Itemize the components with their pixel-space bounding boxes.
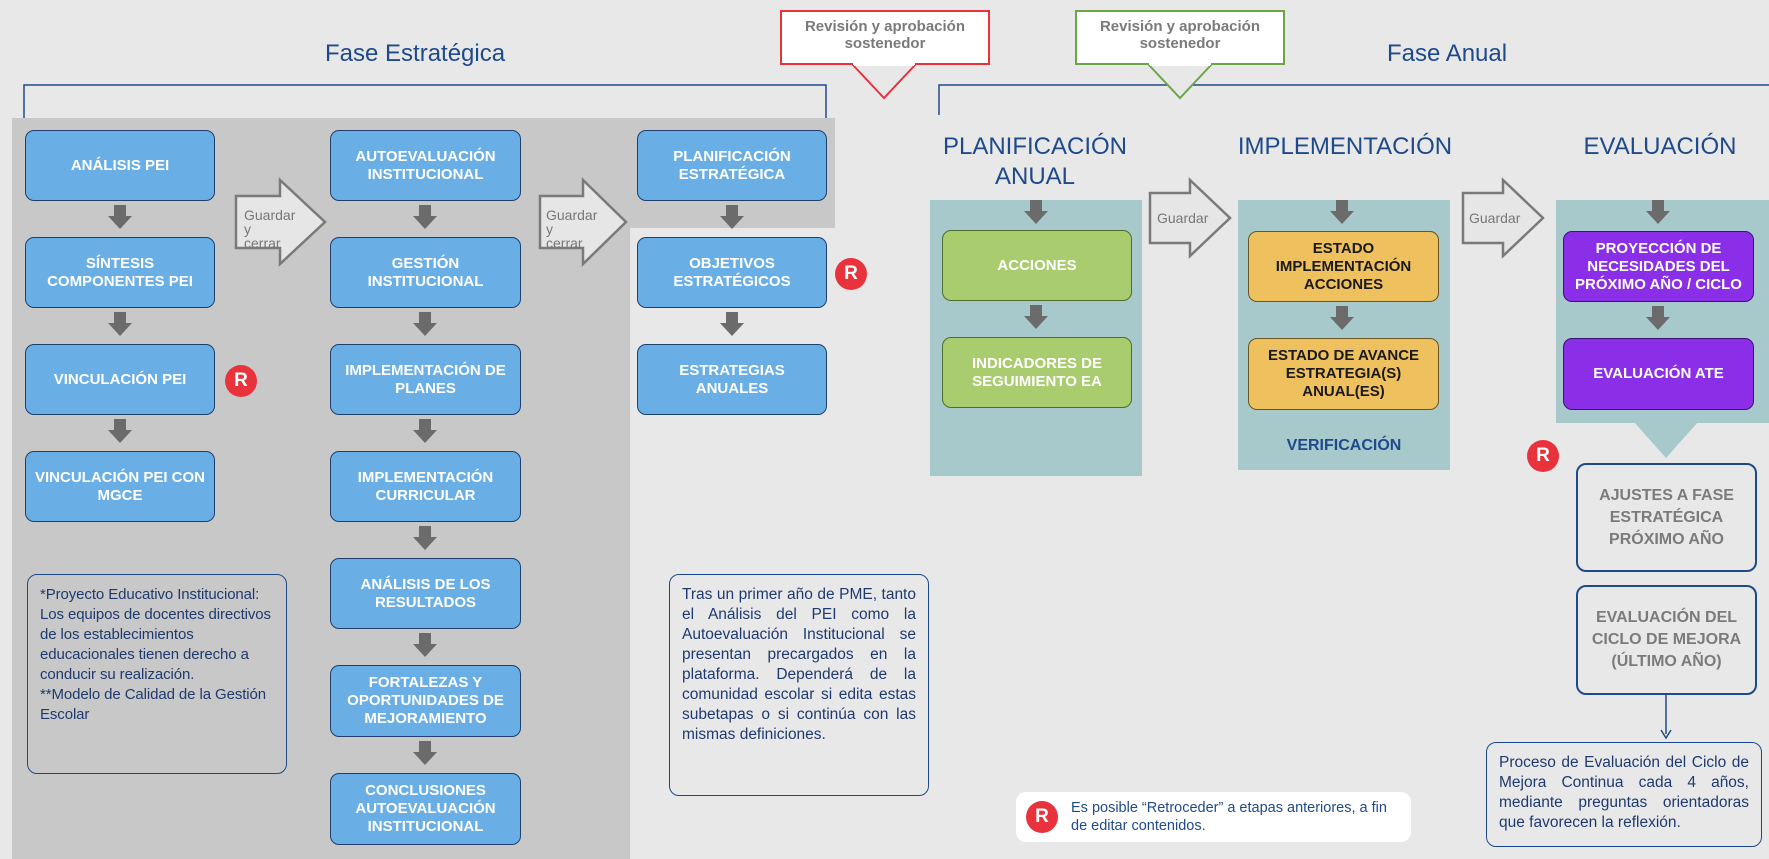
guardar-cerrar-arrow-icon <box>234 177 327 267</box>
guardar-cerrar-label-2: Guardar y cerrar <box>546 207 598 251</box>
indicadores-box[interactable]: INDICADORES DE SEGUIMIENTO EA <box>942 337 1132 408</box>
down-arrow-icon <box>1330 306 1354 330</box>
conclusiones-box[interactable]: CONCLUSIONES AUTOEVALUACIÓN INSTITUCIONA… <box>330 773 521 845</box>
guardar-arrow-icon <box>1461 177 1545 259</box>
down-arrow-icon <box>108 205 132 229</box>
retroceder-badge[interactable]: R <box>1527 440 1559 472</box>
down-arrow-icon <box>108 312 132 336</box>
vinculacion-mgce-box[interactable]: VINCULACIÓN PEI CON MGCE <box>25 451 215 522</box>
evaluacion-ate-box[interactable]: EVALUACIÓN ATE <box>1563 338 1754 410</box>
evaluacion-heading: EVALUACIÓN <box>1583 133 1737 160</box>
review-red-fill <box>854 63 914 66</box>
estado-implementacion-box[interactable]: ESTADO IMPLEMENTACIÓN ACCIONES <box>1248 231 1439 302</box>
down-arrow-icon <box>1024 305 1048 329</box>
proyeccion-box[interactable]: PROYECCIÓN DE NECESIDADES DEL PRÓXIMO AÑ… <box>1563 231 1754 302</box>
down-arrow-icon <box>1646 200 1670 224</box>
planificacion-anual-heading: PLANIFICACIÓN ANUAL <box>942 133 1128 190</box>
down-arrow-icon <box>413 741 437 765</box>
ciclo-note: Proceso de Evaluación del Ciclo de Mejor… <box>1486 742 1762 847</box>
review-red-bottom-left <box>780 63 853 65</box>
planificacion-estrategica-box[interactable]: PLANIFICACIÓN ESTRATÉGICA <box>637 130 827 201</box>
review-green-bottom-right <box>1211 63 1285 65</box>
verificacion-label: VERIFICACIÓN <box>1286 437 1402 454</box>
review-green-fill <box>1150 63 1210 66</box>
down-arrow-icon <box>720 205 744 229</box>
down-arrow-icon <box>413 205 437 229</box>
analisis-pei-box[interactable]: ANÁLISIS PEI <box>25 130 215 201</box>
guardar-cerrar-arrow-icon <box>538 177 628 267</box>
fortalezas-box[interactable]: FORTALEZAS Y OPORTUNIDADES DE MEJORAMIEN… <box>330 665 521 737</box>
autoevaluacion-box[interactable]: AUTOEVALUACIÓN INSTITUCIONAL <box>330 130 521 201</box>
pme-note: Tras un primer año de PME, tanto el Anál… <box>669 574 929 796</box>
retroceder-badge[interactable]: R <box>225 365 257 397</box>
down-arrow-icon <box>413 633 437 657</box>
down-arrow-icon <box>1646 306 1670 330</box>
implementacion-planes-box[interactable]: IMPLEMENTACIÓN DE PLANES <box>330 344 521 415</box>
down-arrow-icon <box>1330 200 1354 224</box>
review-approval-green: Revisión y aprobación sostenedor <box>1075 10 1285 65</box>
legend-text: Es posible “Retroceder” a etapas anterio… <box>1071 800 1387 834</box>
vinculacion-pei-box[interactable]: VINCULACIÓN PEI <box>25 344 215 415</box>
legend-box: R Es posible “Retroceder” a etapas anter… <box>1016 792 1411 842</box>
phase-anual-title: Fase Anual <box>1387 40 1508 67</box>
review-approval-red: Revisión y aprobación sostenedor <box>780 10 990 65</box>
estado-avance-box[interactable]: ESTADO DE AVANCE ESTRATEGIA(S) ANUAL(ES) <box>1248 338 1439 410</box>
review-green-bottom-left <box>1075 63 1149 65</box>
down-arrow-icon <box>108 419 132 443</box>
guardar-cerrar-label-1: Guardar y cerrar <box>244 207 296 251</box>
down-arrow-icon <box>1024 200 1048 224</box>
gestion-institucional-box[interactable]: GESTIÓN INSTITUCIONAL <box>330 237 521 308</box>
down-arrow-icon <box>413 526 437 550</box>
analisis-resultados-box[interactable]: ANÁLISIS DE LOS RESULTADOS <box>330 558 521 629</box>
guardar-arrow-icon <box>1148 177 1232 259</box>
evaluacion-ciclo-box[interactable]: EVALUACIÓN DEL CICLO DE MEJORA (ÚLTIMO A… <box>1576 585 1757 695</box>
implementacion-curricular-box[interactable]: IMPLEMENTACIÓN CURRICULAR <box>330 451 521 522</box>
down-arrow-icon <box>720 312 744 336</box>
down-arrow-icon <box>413 312 437 336</box>
estrategias-anuales-box[interactable]: ESTRATEGIAS ANUALES <box>637 344 827 415</box>
sintesis-componentes-box[interactable]: SÍNTESIS COMPONENTES PEI <box>25 237 215 308</box>
pei-footnote: *Proyecto Educativo Institucional: Los e… <box>27 574 287 774</box>
review-red-bottom-right <box>915 63 990 65</box>
acciones-box[interactable]: ACCIONES <box>942 230 1132 301</box>
guardar-label-2: Guardar <box>1469 210 1521 226</box>
ajustes-fase-box[interactable]: AJUSTES A FASE ESTRATÉGICA PRÓXIMO AÑO <box>1576 463 1757 572</box>
implementacion-heading: IMPLEMENTACIÓN <box>1237 133 1453 160</box>
guardar-label-1: Guardar <box>1157 210 1209 226</box>
retroceder-badge[interactable]: R <box>835 258 867 290</box>
down-arrow-icon <box>413 419 437 443</box>
legend-r-badge: R <box>1026 801 1058 833</box>
objetivos-estrategicos-box[interactable]: OBJETIVOS ESTRATÉGICOS <box>637 237 827 308</box>
phase-estrategica-title: Fase Estratégica <box>325 40 506 67</box>
